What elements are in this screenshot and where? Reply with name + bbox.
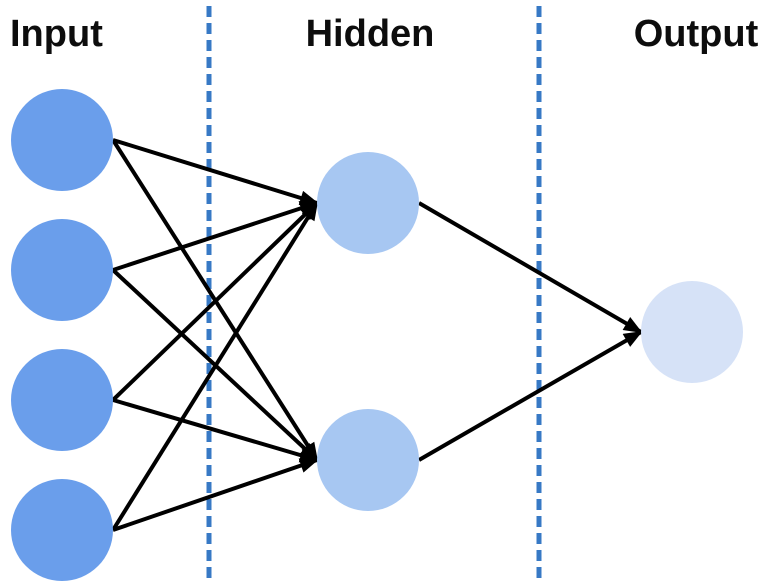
node-input-4 [11,479,113,581]
connection-edges [111,138,643,532]
edge-hidden-1-to-output-1 [417,201,643,334]
edge-input-2-to-hidden-1 [112,201,319,272]
edge-input-4-to-hidden-2 [112,458,319,532]
neuron-nodes [11,89,743,581]
layer-label-hidden: Hidden [305,13,435,55]
node-output-1 [641,281,743,383]
edge-input-4-to-hidden-1 [111,201,319,532]
node-hidden-1 [317,152,419,254]
edge-input-3-to-hidden-1 [111,201,319,402]
edge-hidden-2-to-output-1 [418,330,643,462]
node-input-2 [11,219,113,321]
layer-separators [206,6,542,581]
node-input-1 [11,89,113,191]
layer-label-input: Input [10,13,103,55]
layer-label-output: Output [633,13,759,55]
node-input-3 [11,349,113,451]
node-hidden-2 [317,409,419,511]
edge-input-1-to-hidden-1 [112,138,319,206]
edge-input-3-to-hidden-2 [112,398,319,463]
